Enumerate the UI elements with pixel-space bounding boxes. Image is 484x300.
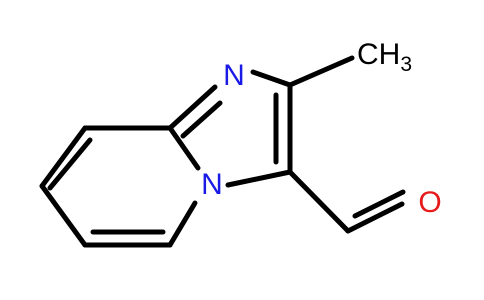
bond-c2-methyl	[287, 55, 355, 88]
bond-cho-o	[345, 201, 405, 234]
bond-c8a-n1	[167, 84, 218, 131]
bond-c8a-n1-double	[180, 100, 223, 139]
bond-c3-cho	[287, 169, 351, 234]
bond-c3-n4	[225, 169, 293, 188]
atom-label-oxygen: O	[418, 186, 441, 219]
bond-c7-c6	[39, 183, 88, 248]
bond-n4-c8a	[167, 125, 201, 171]
bond-cho-o-double	[352, 189, 406, 219]
bond-c5-n4	[167, 200, 198, 248]
atom-label-imine-nitrogen: N	[223, 59, 245, 92]
bond-c8-c7-double	[47, 137, 93, 191]
atom-label-methyl: CH3	[357, 38, 412, 76]
bond-n1-c2	[250, 69, 293, 88]
methyl-symbol: CH	[357, 38, 400, 71]
bond-c8-c7	[39, 125, 88, 189]
methyl-subscript: 3	[400, 53, 412, 76]
atom-label-bridgehead-nitrogen: N	[201, 168, 223, 201]
